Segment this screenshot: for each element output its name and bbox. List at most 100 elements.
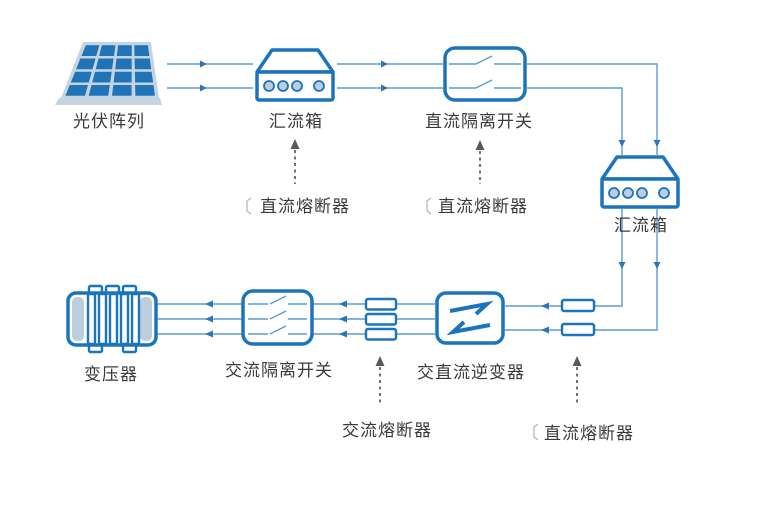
fuse-icons (364, 297, 596, 341)
fuse-icon (364, 327, 398, 341)
pv-cell (76, 58, 96, 70)
dc-fuse-label-2: 直流熔断器 (438, 197, 528, 216)
dc-disconnect-switch-icon (443, 46, 527, 102)
port-icon (622, 187, 634, 199)
arrow-left-icon (205, 300, 213, 308)
pv-cell-grid (65, 45, 155, 96)
switch-blade (248, 310, 307, 320)
transformer-cap (140, 297, 152, 341)
corner-bracket-icon (426, 197, 432, 215)
combiner-box-icon (600, 155, 680, 209)
pv-cell (134, 45, 150, 56)
line-isolator-combiner2-1 (527, 63, 658, 155)
line-isolator-combiner2-2 (527, 87, 623, 155)
ac-disconnect-switch-icon (241, 289, 314, 346)
fuse-icon (364, 312, 398, 326)
arrow-left-icon (205, 330, 213, 338)
port-icon (608, 187, 620, 199)
combiner1-lid (255, 48, 335, 74)
pv-cell (113, 71, 132, 83)
arrow-left-icon (541, 302, 549, 310)
line-combiner2-inverter-1 (505, 209, 623, 307)
arrow-left-icon (339, 330, 347, 338)
pv-cell (70, 71, 92, 83)
combiner2-lid (600, 155, 680, 181)
pv-cell (134, 71, 154, 83)
pv-array-label: 光伏阵列 (73, 112, 145, 131)
switch-blade (449, 79, 521, 89)
arrow-left-icon (339, 300, 347, 308)
pv-cell (95, 58, 114, 70)
ac-fuse-label: 交流熔断器 (342, 421, 432, 440)
combiner-box-icon (255, 48, 335, 102)
arrow-down-icon (653, 140, 661, 147)
inverter-icon (435, 291, 505, 345)
fuse-icon (364, 297, 398, 311)
port-icon (263, 80, 275, 92)
dc-isolator-label: 直流隔离开关 (425, 112, 533, 131)
arrow-up-icon (375, 356, 385, 366)
arrow-down-icon (653, 262, 661, 269)
port-icon (291, 80, 303, 92)
port-icon (658, 187, 670, 199)
transformer-rib (130, 292, 141, 346)
arrow-down-icon (618, 262, 626, 269)
pv-cell (116, 45, 132, 56)
arrow-left-icon (205, 315, 213, 323)
ac-isolator-label: 交流隔离开关 (225, 361, 333, 380)
pv-cell (65, 85, 88, 96)
transformer-label: 变压器 (84, 365, 138, 384)
arrow-right-icon (381, 60, 388, 68)
fuse-icon (560, 298, 596, 313)
labels: 光伏阵列 汇流箱 直流隔离开关 汇流箱 直流熔断器 直流熔断器 变压器 交流隔离… (73, 112, 668, 443)
arrow-up-icon (475, 140, 485, 150)
transformer-rib (97, 292, 108, 346)
arrow-down-icon (618, 140, 626, 147)
switch-blade (248, 325, 307, 335)
pv-panel-lip (55, 98, 162, 105)
arrow-up-icon (572, 356, 582, 366)
port-icon (313, 80, 325, 92)
switch-blade (449, 55, 521, 65)
combiner2-label: 汇流箱 (614, 216, 668, 235)
arrow-left-icon (339, 315, 347, 323)
inverter-arrow-left (446, 320, 491, 336)
combiner1-label: 汇流箱 (269, 112, 323, 131)
arrow-right-icon (200, 84, 207, 92)
dc-fuse-label-1: 直流熔断器 (260, 197, 350, 216)
inverter-label: 交直流逆变器 (417, 363, 525, 382)
line-combiner2-inverter-2 (505, 209, 658, 331)
annotation-arrows (290, 139, 582, 406)
transformer-icon (66, 284, 158, 354)
corner-brackets (246, 197, 539, 441)
inverter-box (435, 291, 505, 345)
pv-cell (92, 71, 112, 83)
arrow-up-icon (290, 139, 300, 149)
corner-bracket-icon (246, 197, 252, 215)
transformer-cap (72, 297, 84, 341)
switch-blade (248, 295, 307, 305)
solar-panel-icon (55, 42, 162, 105)
fuse-icon (560, 322, 596, 337)
pv-cell (112, 85, 132, 96)
flow-lines (157, 63, 658, 335)
dc-isolator-box (443, 46, 527, 102)
pv-cell (134, 58, 152, 70)
transformer-rib (86, 292, 97, 346)
port-icon (636, 187, 648, 199)
pv-cell (88, 85, 110, 96)
ac-isolator-box (241, 289, 314, 346)
transformer-rib (119, 292, 130, 346)
arrow-right-icon (200, 60, 207, 68)
pv-cell (135, 85, 155, 96)
dc-fuse-label-3: 直流熔断器 (544, 424, 634, 443)
pv-cell (81, 45, 100, 56)
arrow-right-icon (381, 84, 388, 92)
pv-cell (99, 45, 116, 56)
transformer-rib (108, 292, 119, 346)
flow-arrowheads (200, 60, 661, 338)
arrow-left-icon (541, 326, 549, 334)
port-icon (277, 80, 289, 92)
